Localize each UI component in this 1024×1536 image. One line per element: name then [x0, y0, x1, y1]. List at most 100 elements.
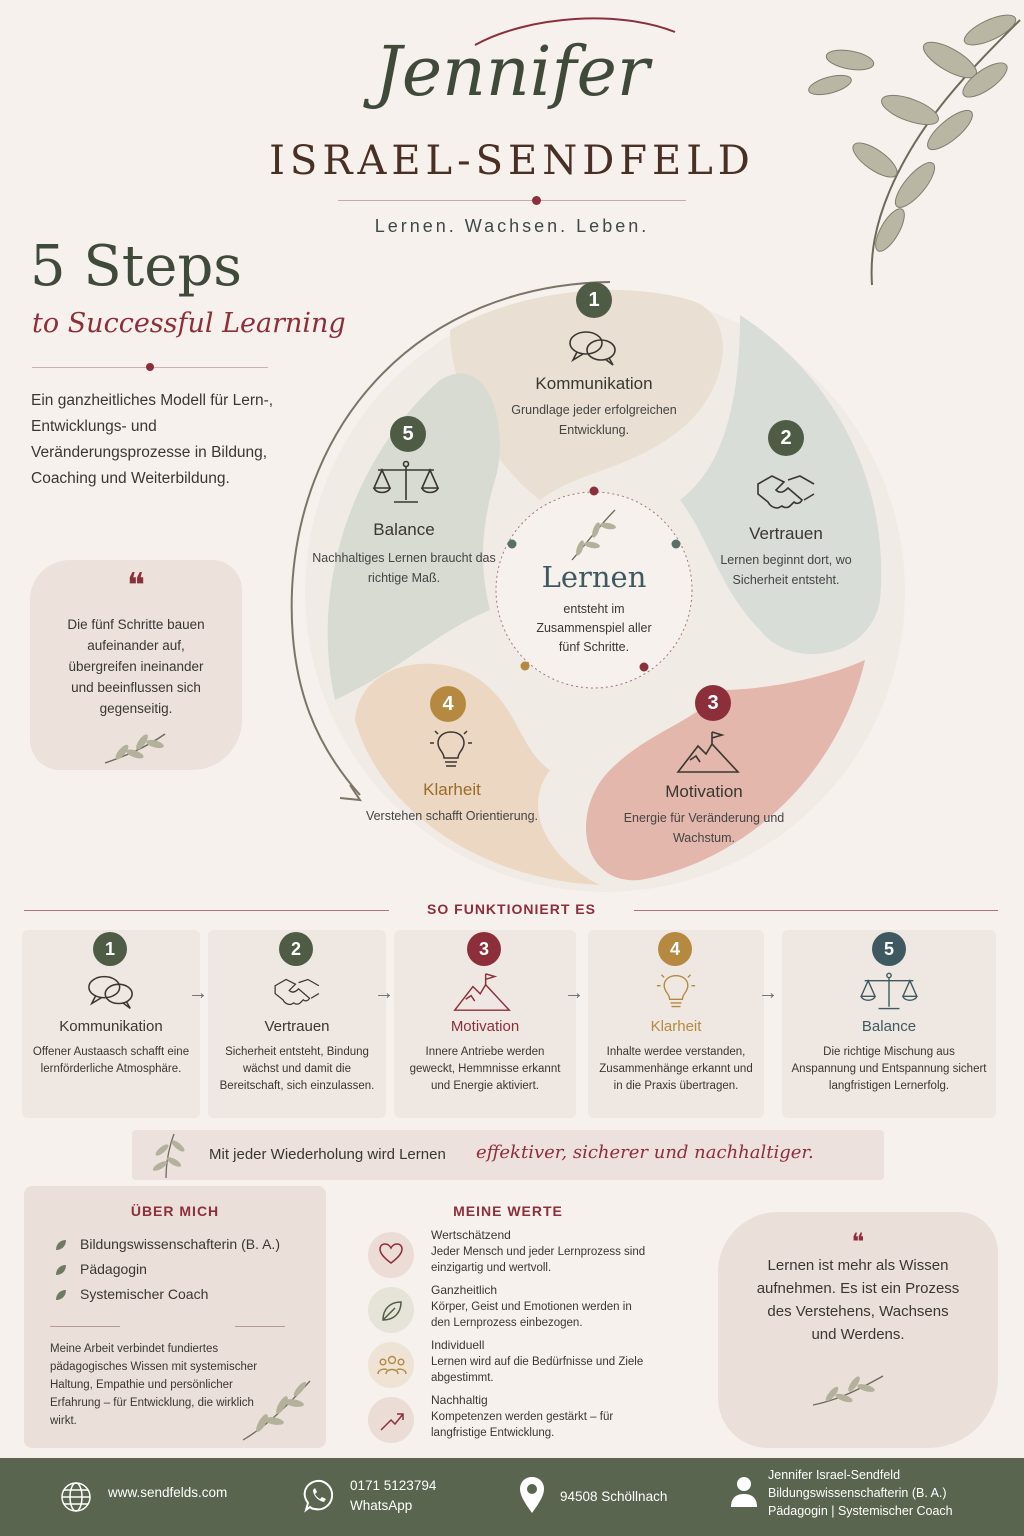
value-icon-bg [368, 1342, 414, 1388]
mountain-flag-icon [676, 731, 740, 773]
center-title: Lernen [541, 560, 647, 594]
sprig-icon [104, 733, 166, 764]
page-subtitle: to Successful Learning [32, 308, 346, 339]
how-num-4: 4 [658, 932, 692, 966]
mountain-flag-icon [453, 973, 511, 1011]
arrow-right-icon: → [758, 982, 778, 1004]
wheel-num-3: 3 [695, 685, 731, 721]
how-step-3: 3 Motivation Innere Antriebe werden gewe… [394, 930, 576, 1118]
leaf-check-icon [56, 1290, 66, 1301]
value-item-4: Nachhaltig Kompetenzen werden gestärkt –… [368, 1393, 668, 1445]
about-item-label: Pädagogin [80, 1261, 147, 1277]
how-title-1: Kommunikation [59, 1018, 163, 1035]
how-step-1: 1 Kommunikation Offener Austaasch schaff… [22, 930, 200, 1118]
about-heading: ÜBER MICH [130, 1203, 220, 1219]
footer-location: 94508 Schöllnach [560, 1489, 668, 1504]
value-icon-bg [368, 1287, 414, 1333]
wheel-desc-4: Verstehen schafft Orientierung. [365, 809, 539, 823]
leaf-check-icon [56, 1240, 66, 1251]
value-title-3: Individuell [431, 1338, 485, 1352]
values-heading: MEINE WERTE [453, 1203, 563, 1219]
value-icon-bg [368, 1232, 414, 1278]
about-divider [235, 1326, 285, 1327]
about-item-2: Pädagogin [54, 1261, 147, 1277]
footer-website[interactable]: www.sendfelds.com [108, 1485, 228, 1500]
speech-bubbles-icon [569, 331, 616, 366]
quote-card [718, 1212, 998, 1448]
side-quote-text: Die fünf Schritte bauen aufeinander auf,… [67, 617, 205, 716]
footer-phone-label: WhatsApp [350, 1498, 413, 1513]
about-text: Meine Arbeit verbindet fundiertes pädago… [50, 1343, 258, 1427]
value-desc-2: Körper, Geist und Emotionen werden in de… [431, 1301, 632, 1329]
brand-surname: ISRAEL-SENDFELD [269, 138, 755, 184]
wheel-desc-5: Nachhaltiges Lernen braucht das richtige… [312, 551, 496, 585]
center-text: entsteht im Zusammenspiel aller fünf Sch… [536, 602, 652, 654]
wheel-title-4: Klarheit [423, 780, 481, 799]
how-step-2: 2 Vertrauen Sicherheit entsteht, Bindung… [208, 930, 386, 1118]
value-desc-1: Jeder Mensch und jeder Lernprozess sind … [431, 1246, 646, 1274]
people-icon [377, 1355, 407, 1375]
lightbulb-icon [430, 730, 472, 767]
header-divider-dot [532, 196, 541, 205]
wheel-desc-1: Grundlage jeder erfolgreichen Entwicklun… [511, 403, 677, 437]
footer-phone[interactable]: 0171 5123794 [350, 1478, 437, 1493]
whatsapp-icon [303, 1479, 334, 1513]
arrow-right-icon: → [188, 982, 208, 1004]
speech-bubbles-icon [88, 975, 133, 1009]
repeat-banner-emphasis: effektiver, sicherer und nachhaltiger. [476, 1142, 814, 1163]
wheel-desc-2: Lernen beginnt dort, wo Sicherheit entst… [720, 553, 852, 587]
how-desc-1: Offener Austaasch schafft eine lernförde… [32, 1046, 190, 1075]
how-num-3: 3 [467, 932, 501, 966]
quote-mark-icon: ❝ [851, 1228, 865, 1256]
page-title: 5 Steps [30, 234, 243, 299]
sprig-icon [812, 1375, 884, 1406]
how-title-5: Balance [861, 1018, 917, 1035]
sprig-icon [242, 1380, 311, 1441]
value-item-3: Individuell Lernen wird auf die Bedürfni… [368, 1338, 668, 1390]
how-num-5: 5 [872, 932, 906, 966]
intro-divider-dot [146, 363, 154, 371]
brand-script-name: Jennifer [374, 33, 650, 112]
lightbulb-icon [656, 974, 696, 1008]
footer-role1: Bildungswissenschafterin (B. A.) [768, 1486, 947, 1500]
growth-arrow-icon [380, 1413, 404, 1431]
globe-icon [61, 1482, 91, 1512]
about-item-label: Systemischer Coach [80, 1286, 209, 1302]
how-desc-2: Sicherheit entsteht, Bindung wächst und … [219, 1046, 375, 1092]
side-quote-card [30, 560, 242, 770]
brand-tagline: Lernen. Wachsen. Leben. [374, 216, 650, 236]
header-swash [474, 17, 676, 46]
scale-icon [372, 460, 440, 503]
handshake-icon [757, 475, 815, 509]
value-item-1: Wertschätzend Jeder Mensch und jeder Ler… [368, 1228, 668, 1280]
wheel-num-1: 1 [576, 282, 612, 318]
section-heading-how: SO FUNKTIONIERT ES [427, 901, 596, 917]
footer-name: Jennifer Israel-Sendfeld [768, 1468, 901, 1482]
arrow-right-icon: → [374, 982, 394, 1004]
branch-leaves-icon [808, 14, 1021, 286]
value-desc-4: Kompetenzen werden gestärkt – für langfr… [431, 1411, 614, 1439]
repeat-banner-text: Mit jeder Wiederholung wird Lernen [209, 1146, 446, 1163]
repeat-banner [132, 1130, 884, 1180]
header-divider [338, 200, 686, 201]
intro-text: Ein ganzheitliches Modell für Lern-, Ent… [31, 392, 274, 487]
section-rule-left [24, 910, 389, 911]
wheel-num-2: 2 [768, 420, 804, 456]
about-divider [50, 1326, 120, 1327]
leaf-check-icon [56, 1265, 66, 1276]
how-num-2: 2 [279, 932, 313, 966]
how-desc-3: Innere Antriebe werden geweckt, Hemmniss… [409, 1046, 561, 1092]
how-desc-5: Die richtige Mischung aus Anspannung und… [791, 1046, 987, 1092]
how-step-5: 5 Balance Die richtige Mischung aus Ansp… [782, 930, 996, 1118]
wheel-title-5: Balance [373, 520, 435, 539]
value-item-2: Ganzheitlich Körper, Geist und Emotionen… [368, 1283, 668, 1335]
about-card [24, 1186, 326, 1448]
value-title-1: Wertschätzend [431, 1228, 511, 1242]
leaf-icon [382, 1301, 402, 1321]
how-title-3: Motivation [450, 1018, 520, 1035]
sprig-icon [152, 1133, 185, 1179]
about-item-3: Systemischer Coach [54, 1286, 208, 1302]
wheel-num-4: 4 [430, 686, 466, 722]
footer-role2: Pädagogin | Systemischer Coach [768, 1504, 953, 1518]
value-desc-3: Lernen wird auf die Bedürfnisse und Ziel… [431, 1356, 644, 1384]
